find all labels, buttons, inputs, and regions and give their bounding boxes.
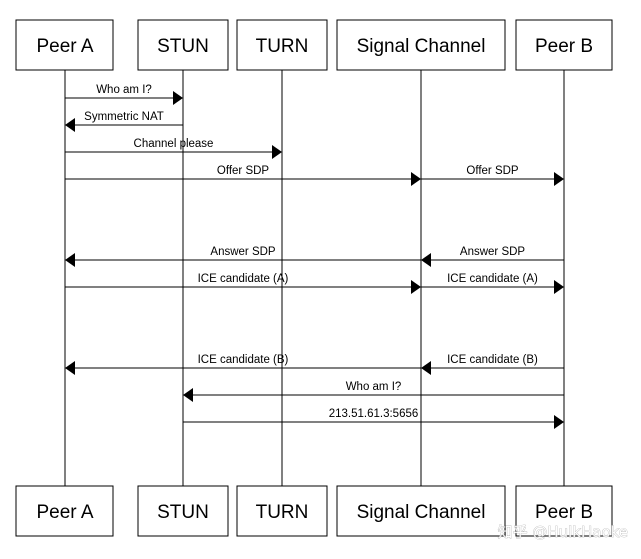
arrowhead [272, 145, 282, 159]
message-label: Answer SDP [210, 246, 276, 258]
message-label: Who am I? [96, 84, 152, 96]
participant-box-signal-bottom [336, 485, 506, 537]
message-7: ICE candidate (A) [65, 273, 421, 294]
message-11: Who am I? [183, 381, 564, 402]
arrowhead [421, 253, 431, 267]
message-label: Symmetric NAT [84, 111, 164, 123]
message-1: Symmetric NAT [65, 111, 183, 132]
arrowhead [183, 388, 193, 402]
participant-label-peerA-top: Peer A [36, 36, 93, 57]
message-label: ICE candidate (B) [447, 354, 538, 366]
participant-box-stun-bottom [137, 485, 229, 537]
participant-label-peerB-bottom: Peer B [535, 502, 593, 523]
arrowhead [173, 91, 183, 105]
arrowhead [65, 361, 75, 375]
participant-box-turn-bottom [236, 485, 328, 537]
message-10: ICE candidate (B) [421, 354, 564, 375]
participant-box-peerA-top [15, 19, 114, 71]
message-label: Who am I? [346, 381, 402, 393]
participant-label-turn-bottom: TURN [256, 502, 309, 523]
message-label: Offer SDP [217, 165, 270, 177]
message-label: Channel please [134, 138, 214, 150]
participant-label-peerB-top: Peer B [535, 36, 593, 57]
participant-box-stun-top [137, 19, 229, 71]
participant-label-stun-bottom: STUN [157, 502, 209, 523]
message-6: Answer SDP [421, 246, 564, 267]
arrowhead [65, 118, 75, 132]
arrowhead [554, 415, 564, 429]
arrowhead [421, 361, 431, 375]
participant-boxes: Peer A Peer A STUN STUN TURN TURN Signal Chann… [15, 19, 613, 537]
participant-label-signal-top: Signal Channel [357, 36, 486, 57]
message-3: Offer SDP [65, 165, 421, 186]
message-8: ICE candidate (A) [421, 273, 564, 294]
message-4: Offer SDP [421, 165, 564, 186]
arrowhead [65, 253, 75, 267]
message-label: 213.51.61.3:5656 [329, 408, 419, 420]
messages: Who am I? Symmetric NAT Channel pleaseOffe… [65, 84, 564, 429]
participant-label-stun-top: STUN [157, 36, 209, 57]
participant-box-peerA-bottom [15, 485, 114, 537]
message-9: ICE candidate (B) [65, 354, 421, 375]
participant-box-signal-top [336, 19, 506, 71]
message-5: Answer SDP [65, 246, 421, 267]
message-label: ICE candidate (A) [447, 273, 538, 285]
message-label: Answer SDP [460, 246, 526, 258]
message-label: ICE candidate (A) [198, 273, 289, 285]
participant-label-peerA-bottom: Peer A [36, 502, 93, 523]
message-0: Who am I? [65, 84, 183, 105]
participant-box-peerB-bottom [515, 485, 613, 537]
participant-box-peerB-top [515, 19, 613, 71]
participant-box-turn-top [236, 19, 328, 71]
message-12: 213.51.61.3:5656 [183, 408, 564, 429]
watermark: 知乎 @HulkHaoke [498, 523, 628, 541]
participant-label-signal-bottom: Signal Channel [357, 502, 486, 523]
arrowhead [411, 172, 421, 186]
lifelines [64, 70, 565, 486]
arrowhead [554, 172, 564, 186]
message-label: ICE candidate (B) [198, 354, 289, 366]
participant-label-turn-top: TURN [256, 36, 309, 57]
arrowhead [554, 280, 564, 294]
message-2: Channel please [65, 138, 282, 159]
message-label: Offer SDP [466, 165, 519, 177]
arrowhead [411, 280, 421, 294]
